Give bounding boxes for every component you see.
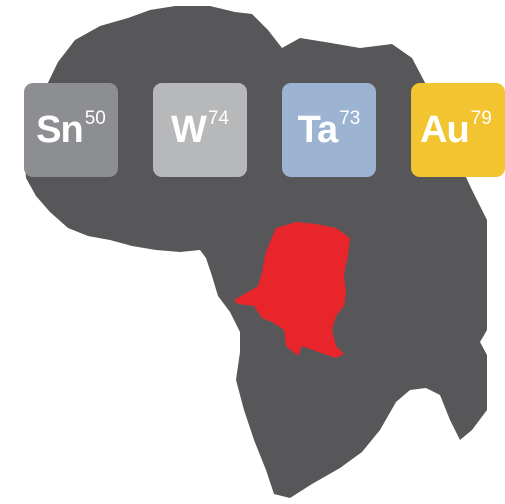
africa-minerals-graphic: Sn 50 W 74 Ta 73 Au 79 (24, 6, 505, 498)
tile-symbol: Sn (36, 109, 84, 151)
tile-atomic-number: 73 (339, 107, 361, 129)
drc-region (234, 222, 350, 358)
africa-map (24, 6, 487, 498)
tile-tungsten: W 74 (153, 83, 247, 177)
tile-atomic-number: 74 (207, 107, 229, 129)
tile-symbol: Au (420, 109, 470, 151)
tile-gold: Au 79 (411, 83, 505, 177)
tile-tantalum: Ta 73 (282, 83, 376, 177)
tile-symbol: W (170, 109, 207, 151)
tile-tin: Sn 50 (24, 83, 118, 177)
tile-atomic-number: 50 (84, 107, 106, 129)
tile-atomic-number: 79 (470, 107, 492, 129)
africa-continent (24, 6, 487, 498)
tile-symbol: Ta (297, 109, 339, 151)
